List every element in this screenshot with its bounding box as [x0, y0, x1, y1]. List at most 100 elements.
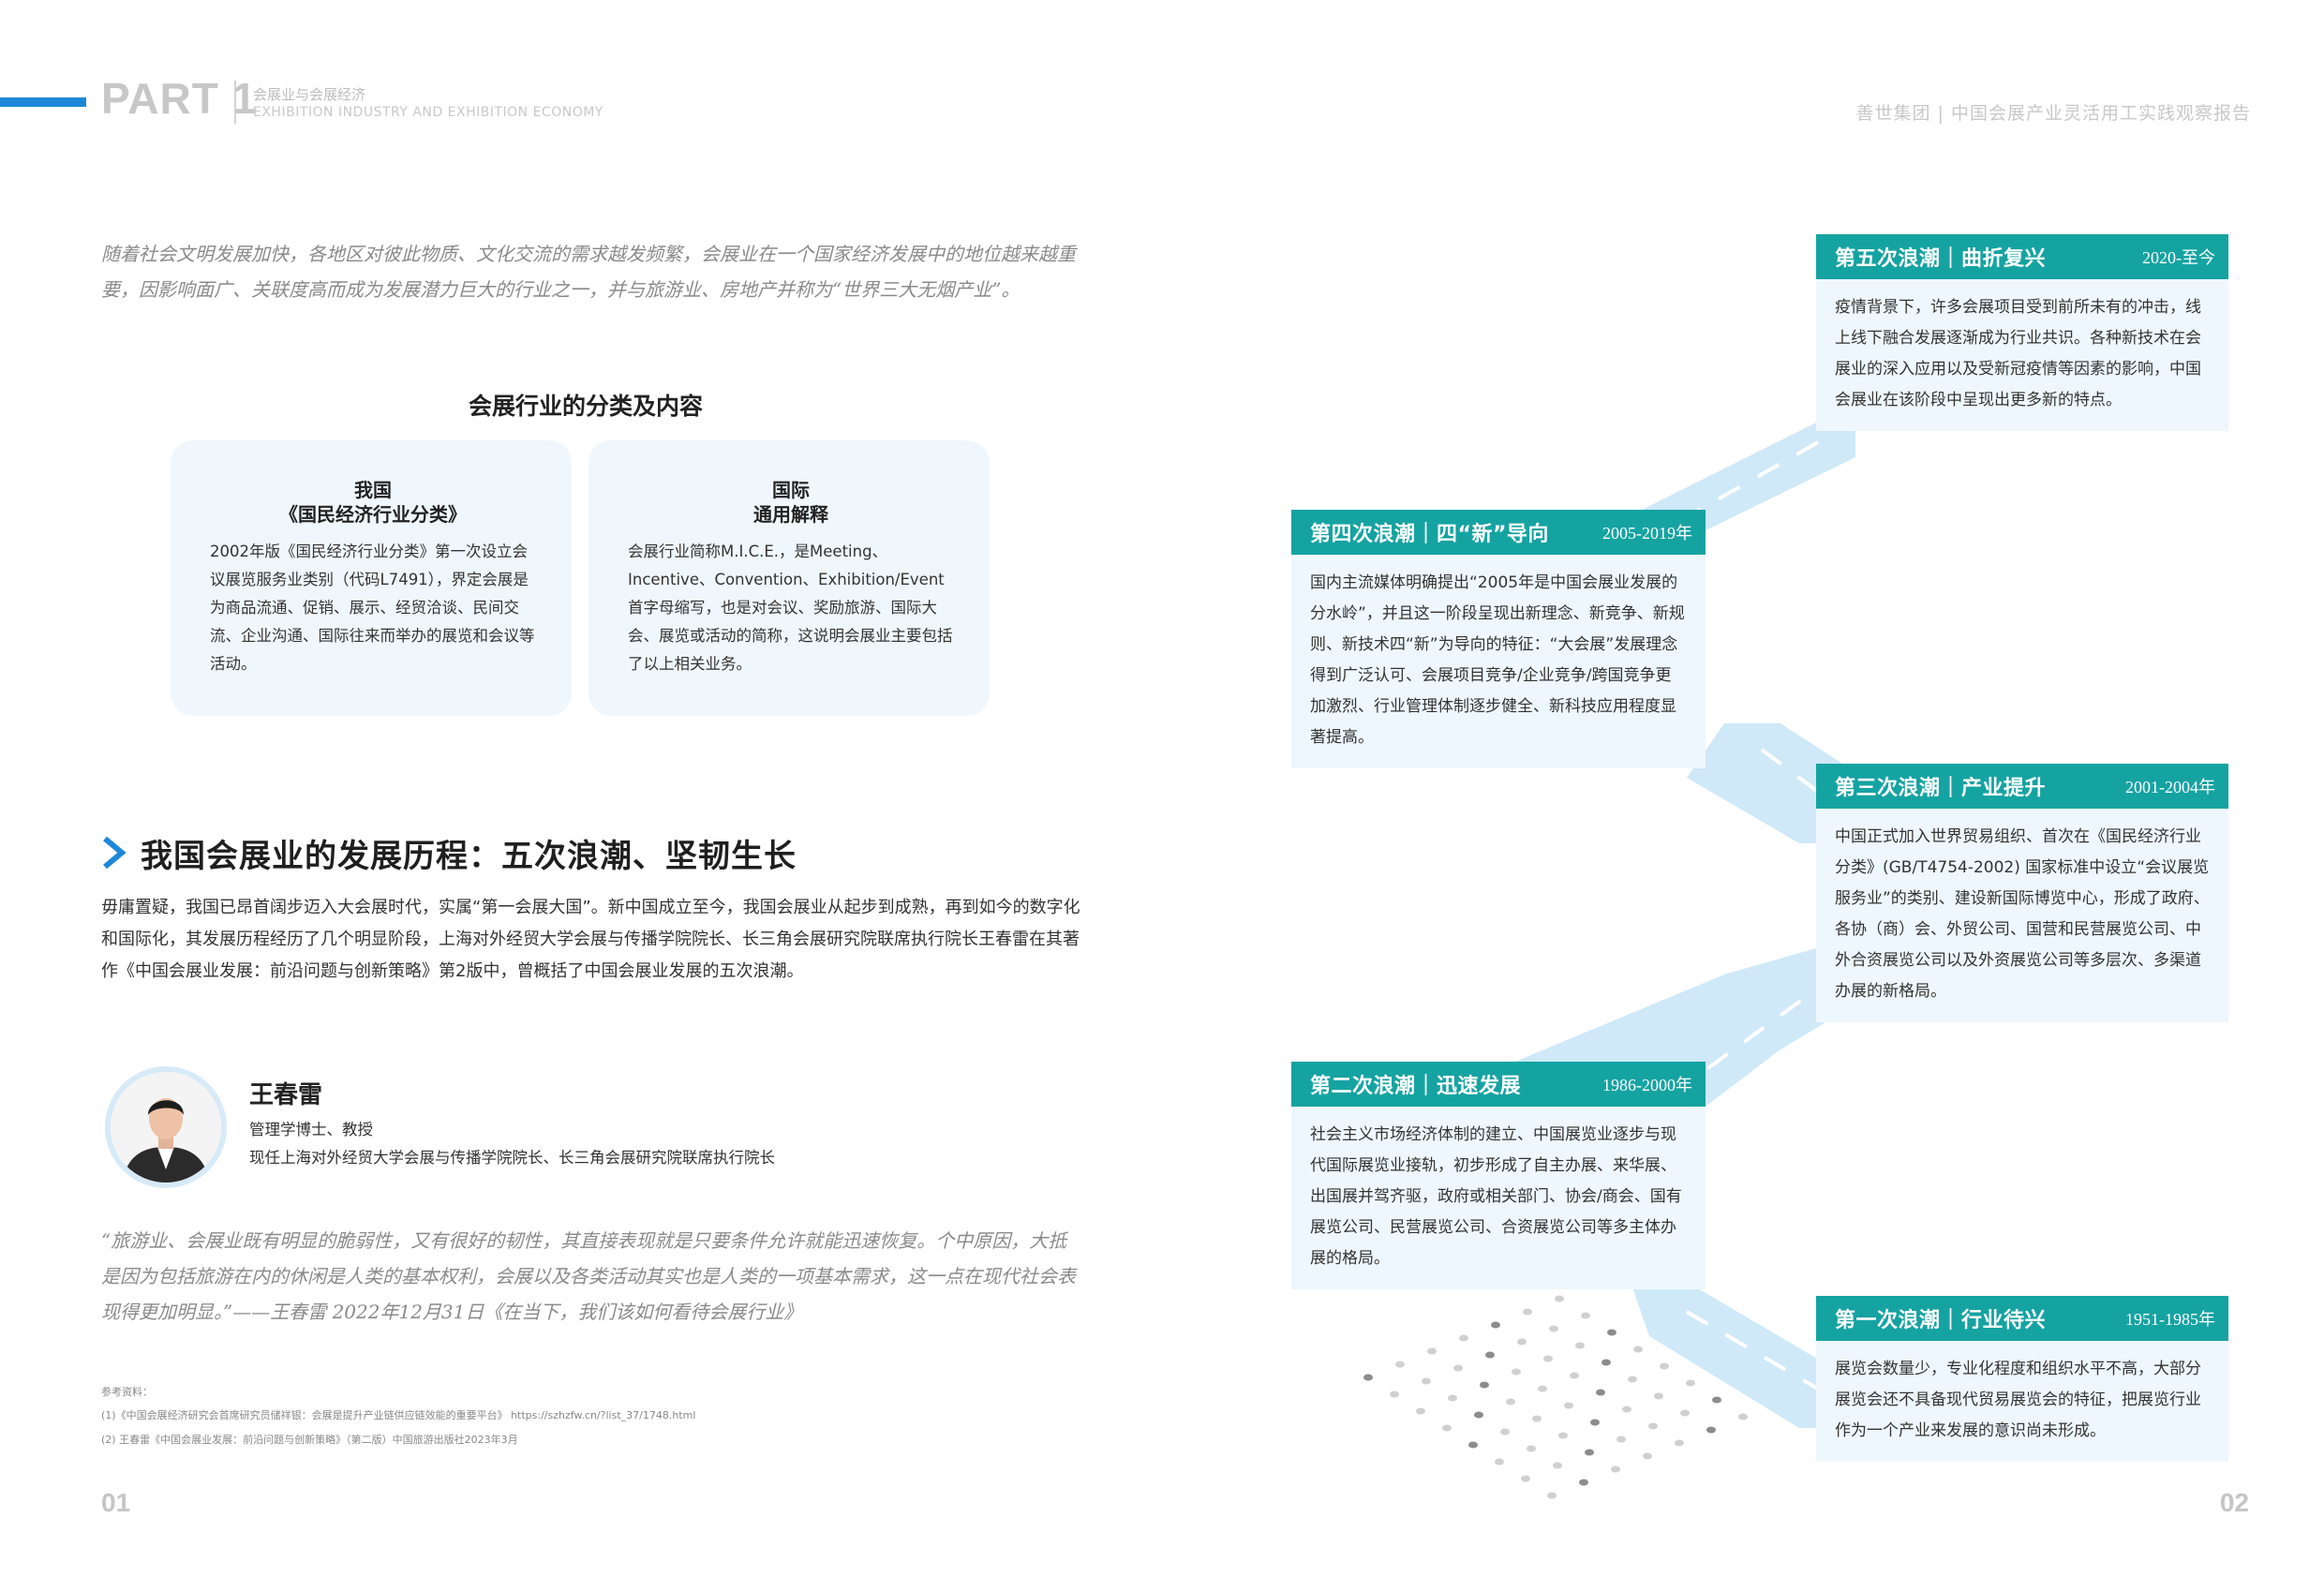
wave-card-2: 第二次浪潮｜迅速发展 1986-2000年 社会主义市场经济体制的建立、中国展览… — [1291, 1062, 1706, 1289]
decor-dot — [1585, 1449, 1594, 1456]
wave-header: 第四次浪潮｜四“新”导向 2005-2019年 — [1291, 510, 1706, 555]
decor-dot — [1611, 1465, 1620, 1473]
person-position: 现任上海对外经贸大学会展与传播学院院长、长三角会展研究院联席执行院长 — [249, 1149, 775, 1167]
quote-paragraph: “旅游业、会展业既有明显的脆弱性，又有很好的韧性，其直接表现就是只要条件允许就能… — [101, 1229, 1076, 1323]
card-heading: 我国 《国民经济行业分类》 — [210, 478, 536, 527]
decor-dot — [1558, 1432, 1568, 1439]
decor-dot — [1427, 1347, 1437, 1355]
wave-text: 展览会数量少，专业化程度和组织水平不高，大部分展览会还不具备现代贸易展览会的特征… — [1816, 1341, 2228, 1462]
road-segment — [1687, 723, 1855, 843]
decor-dot — [1675, 1439, 1684, 1447]
decor-dot — [1517, 1338, 1527, 1346]
wave-text: 疫情背景下，许多会展项目受到前所未有的冲击，线上线下融合发展逐渐成为行业共识。各… — [1816, 279, 2228, 431]
decor-dot — [1512, 1368, 1521, 1376]
wave-years: 2020-至今 — [2142, 248, 2215, 267]
decor-dot — [1648, 1422, 1658, 1430]
wave-title: 第四次浪潮｜四“新”导向 — [1310, 523, 1549, 546]
wave-text: 国内主流媒体明确提出“2005年是中国会展业发展的分水岭”，并且这一阶段呈现出新… — [1291, 555, 1706, 768]
wave-years: 1986-2000年 — [1602, 1076, 1692, 1094]
decor-dot — [1596, 1389, 1605, 1396]
decor-dot — [1491, 1321, 1500, 1329]
decor-dot — [1495, 1458, 1504, 1465]
decor-dot — [1390, 1391, 1399, 1398]
wave-years: 2001-2004年 — [2125, 778, 2215, 796]
wave-title: 第一次浪潮｜行业待兴 — [1835, 1309, 2047, 1332]
section-title-en: EXHIBITION INDUSTRY AND EXHIBITION ECONO… — [253, 105, 603, 120]
header-accent-bar — [0, 97, 86, 107]
decor-dot — [1570, 1372, 1579, 1379]
decor-dot — [1686, 1379, 1695, 1387]
decor-dot — [1590, 1419, 1600, 1426]
decor-dot — [1616, 1436, 1626, 1443]
decor-dot — [1500, 1428, 1510, 1436]
decor-dot — [1706, 1426, 1716, 1434]
decor-dot — [1506, 1398, 1515, 1406]
classification-title: 会展行业的分类及内容 — [468, 393, 703, 420]
decor-dot — [1654, 1392, 1663, 1400]
decor-dot — [1547, 1492, 1557, 1499]
decor-dot — [1422, 1377, 1431, 1385]
decor-dot — [1474, 1411, 1483, 1419]
wave-title: 第二次浪潮｜迅速发展 — [1310, 1075, 1522, 1098]
wave-header: 第二次浪潮｜迅速发展 1986-2000年 — [1291, 1062, 1706, 1107]
decor-dot — [1532, 1415, 1542, 1422]
decor-dot — [1575, 1342, 1585, 1349]
decor-dot — [1468, 1441, 1478, 1449]
page-number-left: 01 — [101, 1488, 131, 1517]
decor-dot — [1622, 1406, 1631, 1413]
wave-card-3: 第三次浪潮｜产业提升 2001-2004年 中国正式加入世界贸易组织、首次在《国… — [1816, 764, 2228, 1022]
person-title: 管理学博士、教授 — [249, 1121, 373, 1138]
wave-years: 1951-1985年 — [2125, 1310, 2215, 1329]
intro-paragraph: 随着社会文明发展加快，各地区对彼此物质、文化交流的需求越发频繁，会展业在一个国家… — [101, 243, 1076, 301]
header-divider — [234, 81, 236, 124]
report-title: 善世集团 | 中国会展产业灵活用工实践观察报告 — [1855, 103, 2251, 124]
classification-card-international: 国际 通用解释 会展行业简称M.I.C.E.，是Meeting、Incentiv… — [588, 440, 990, 716]
part-label: PART 1 — [101, 74, 258, 123]
wave-title: 第三次浪潮｜产业提升 — [1835, 777, 2047, 800]
decor-dot — [1459, 1334, 1468, 1342]
reference-item: (1)《中国会展经济研究会首席研究员储祥银：会展是提升产业链供应链效能的重要平台… — [101, 1409, 696, 1421]
decor-dot — [1581, 1312, 1590, 1319]
decor-dot — [1633, 1346, 1643, 1353]
decor-dot — [1538, 1385, 1547, 1392]
avatar — [105, 1066, 227, 1188]
section-title-cn: 会展业与会展经济 — [253, 86, 366, 103]
decor-dot — [1549, 1325, 1558, 1332]
wave-card-5: 第五次浪潮｜曲折复兴 2020-至今 疫情背景下，许多会展项目受到前所未有的冲击… — [1816, 234, 2228, 431]
decor-dot — [1448, 1394, 1457, 1402]
person-portrait — [111, 1072, 221, 1183]
history-section-title: 我国会展业的发展历程：五次浪潮、坚韧生长 — [141, 838, 797, 875]
decor-dot — [1395, 1361, 1405, 1368]
card-heading: 国际 通用解释 — [628, 478, 954, 527]
person-name: 王春雷 — [249, 1081, 323, 1109]
wave-text: 社会主义市场经济体制的建立、中国展览业逐步与现代国际展览业接轨，初步形成了自主办… — [1291, 1107, 1706, 1289]
decor-dot — [1680, 1409, 1690, 1417]
decor-dot — [1738, 1413, 1748, 1421]
decor-dot — [1480, 1381, 1489, 1389]
wave-years: 2005-2019年 — [1602, 524, 1692, 543]
wave-header: 第一次浪潮｜行业待兴 1951-1985年 — [1816, 1296, 2228, 1341]
decor-dot — [1523, 1308, 1532, 1316]
references-heading: 参考资料： — [101, 1386, 153, 1398]
decor-dot — [1453, 1364, 1463, 1372]
wave-header: 第五次浪潮｜曲折复兴 2020-至今 — [1816, 234, 2228, 279]
decor-dot — [1543, 1355, 1553, 1362]
decor-dot — [1485, 1351, 1495, 1359]
reference-item: (2) 王春雷《中国会展业发展：前沿问题与创新策略》（第二版）中国旅游出版社20… — [101, 1434, 518, 1446]
card-heading-line1: 国际 — [772, 479, 810, 501]
page-number-right: 02 — [2219, 1488, 2249, 1517]
card-text: 会展行业简称M.I.C.E.，是Meeting、Incentive、Conven… — [628, 543, 953, 673]
decor-dot — [1553, 1462, 1562, 1469]
history-body: 毋庸置疑，我国已昂首阔步迈入大会展时代，实属“第一会展大国”。新中国成立至今，我… — [101, 898, 1080, 981]
wave-text: 中国正式加入世界贸易组织、首次在《国民经济行业分类》(GB/T4754-2002… — [1816, 809, 2228, 1022]
wave-title: 第五次浪潮｜曲折复兴 — [1835, 247, 2047, 271]
card-heading-line2: 《国民经济行业分类》 — [279, 503, 467, 526]
decor-dot — [1601, 1359, 1611, 1366]
decor-dot — [1628, 1376, 1637, 1383]
decor-dot — [1527, 1445, 1536, 1452]
decor-dot — [1607, 1329, 1616, 1336]
decor-dot — [1660, 1362, 1669, 1370]
card-heading-line2: 通用解释 — [753, 503, 828, 526]
decor-dot — [1442, 1424, 1452, 1432]
decor-dot — [1579, 1479, 1588, 1486]
